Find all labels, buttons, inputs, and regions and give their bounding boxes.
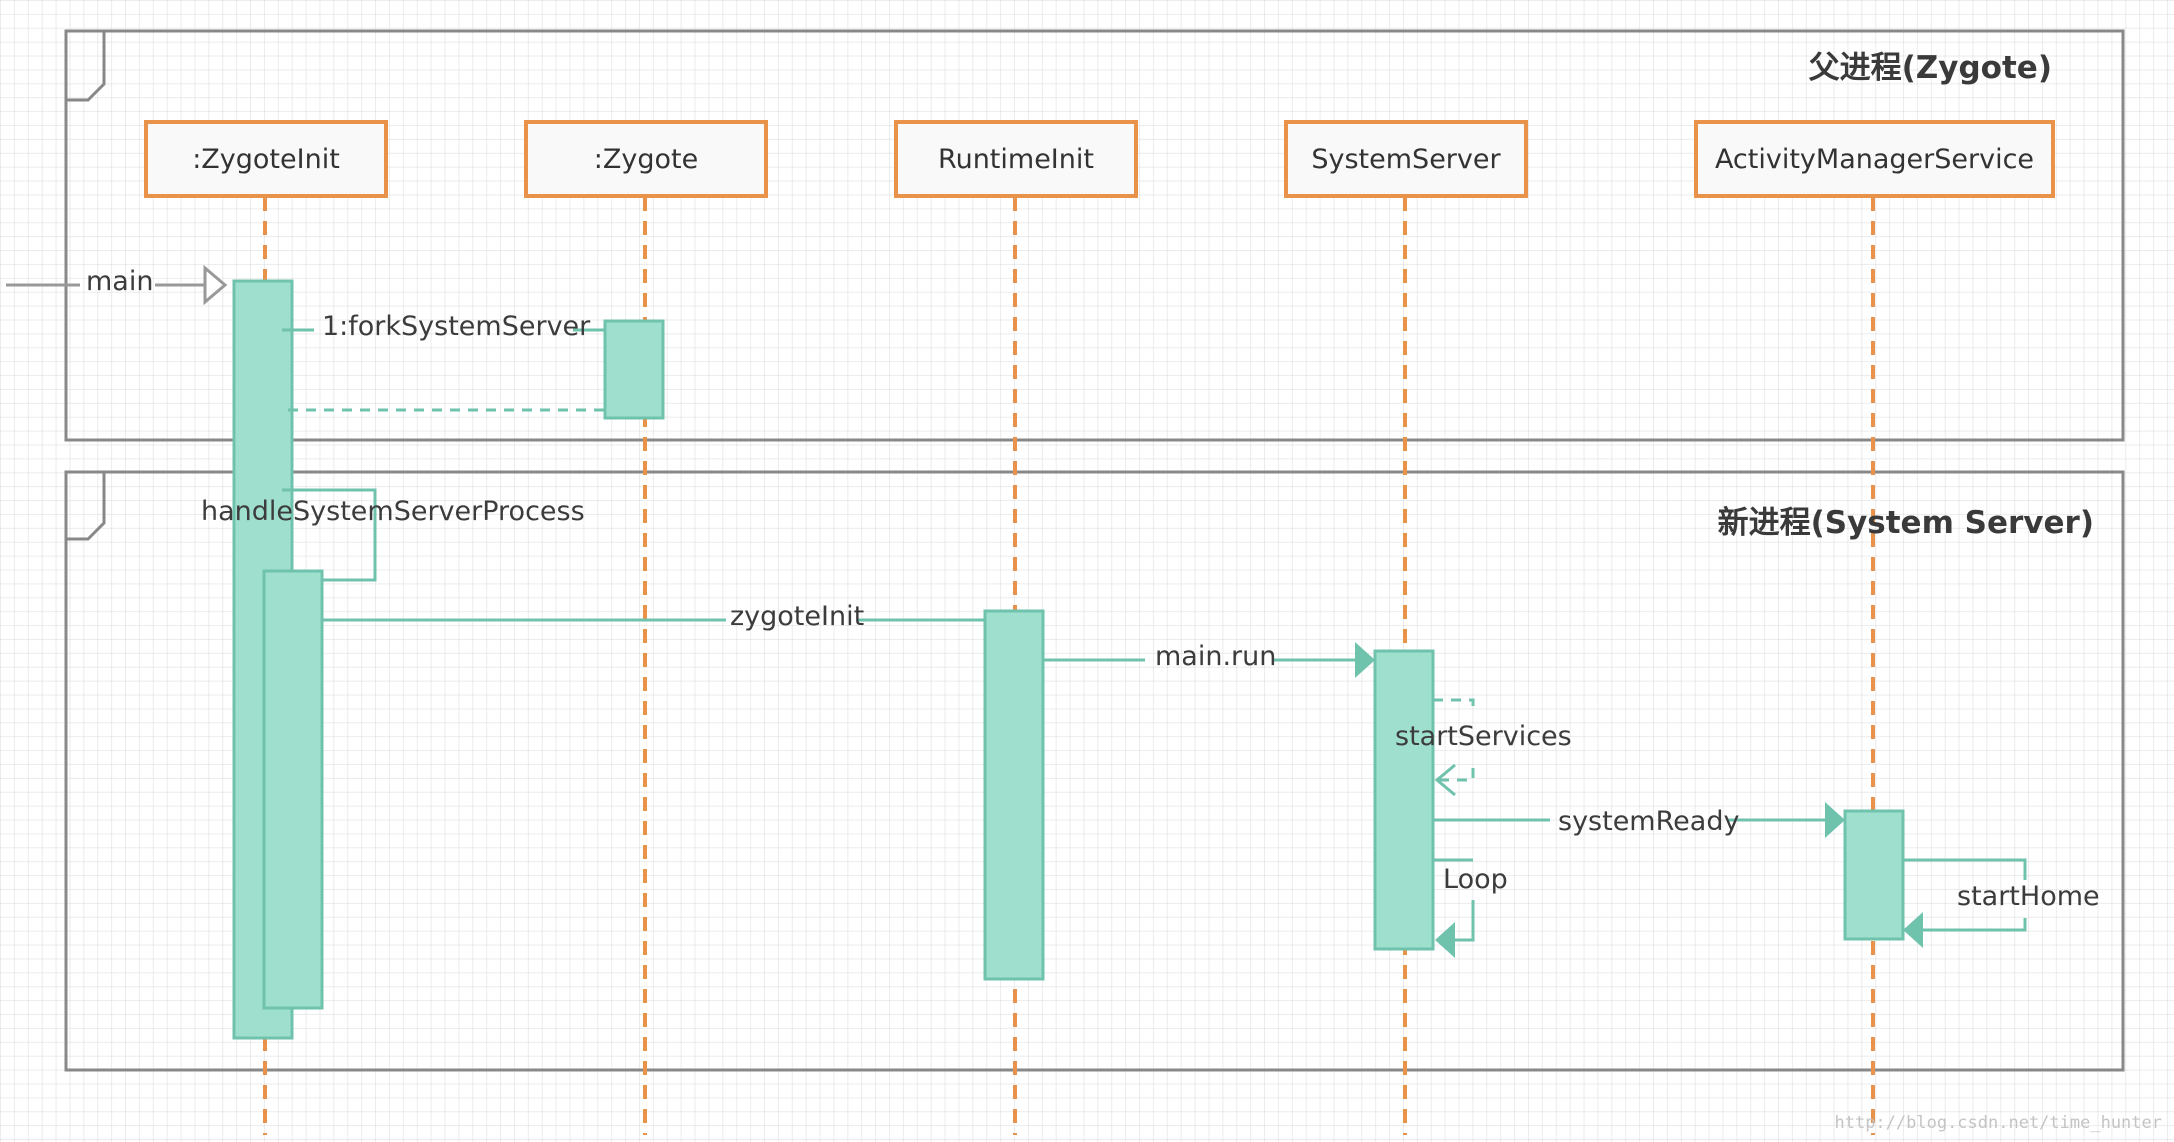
watermark: http://blog.csdn.net/time_hunter [1834, 1113, 2162, 1133]
activation-zygote-fork [603, 319, 665, 420]
participant-systemserver[interactable]: SystemServer [1284, 120, 1528, 198]
participant-ams[interactable]: ActivityManagerService [1694, 120, 2055, 198]
arrowhead-mainrun [1355, 642, 1375, 678]
message-forksystemserver-label: 1:forkSystemServer [322, 311, 591, 342]
message-handlesystemserverprocess-label: handleSystemServerProcess [201, 496, 585, 527]
activation-zygoteinit-nested [262, 569, 324, 1010]
arrowhead-systemready [1825, 802, 1845, 838]
message-systemready-label: systemReady [1558, 806, 1740, 837]
participant-runtimeinit[interactable]: RuntimeInit [894, 120, 1138, 198]
frame-parent-process [64, 29, 2125, 442]
arrowhead-starthome [1903, 912, 1923, 948]
participant-zygote[interactable]: :Zygote [524, 120, 768, 198]
frame-title-new: 新进程(System Server) [1717, 505, 2094, 541]
message-mainrun-label: main.run [1155, 641, 1277, 672]
arrowhead-loop [1435, 922, 1455, 958]
message-main-label: main [86, 266, 154, 297]
activation-systemserver [1373, 649, 1435, 951]
message-startservices-label: startServices [1395, 721, 1572, 752]
frame-title-parent: 父进程(Zygote) [1808, 50, 2052, 86]
main-entry-arrow [6, 264, 228, 306]
frame-new-process [64, 470, 2125, 1072]
message-zygoteinit-label: zygoteInit [730, 601, 865, 632]
activation-runtimeinit [983, 609, 1045, 981]
activation-ams [1843, 809, 1905, 941]
participant-zygoteinit[interactable]: :ZygoteInit [144, 120, 388, 198]
message-starthome-label: startHome [1957, 881, 2100, 912]
message-loop-label: Loop [1443, 864, 1508, 895]
